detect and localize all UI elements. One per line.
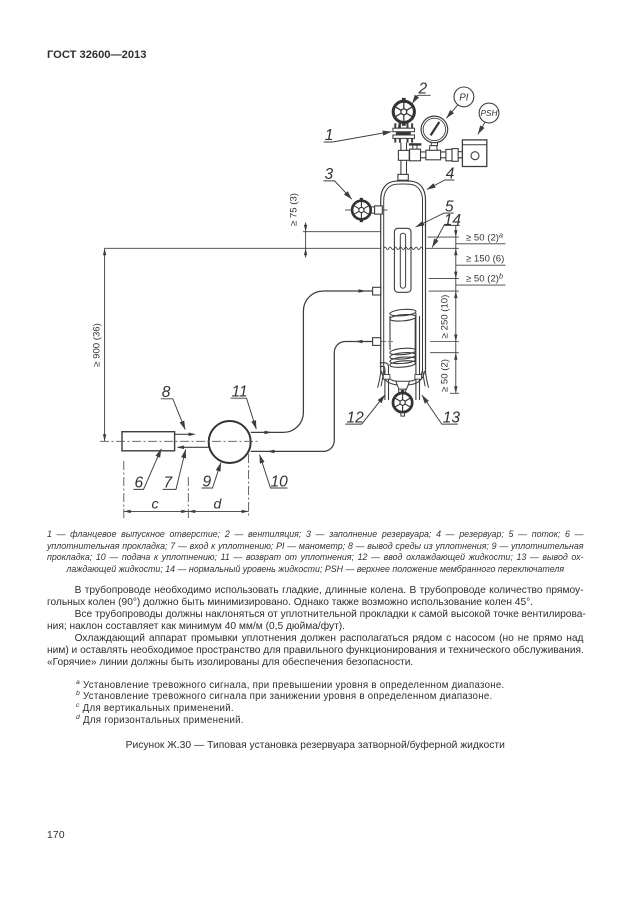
svg-text:≥ 900 (36): ≥ 900 (36) [92,323,103,367]
svg-text:≥ 50 (2)a: ≥ 50 (2)a [466,231,503,244]
svg-text:4: 4 [446,165,455,182]
svg-text:≥ 250 (10): ≥ 250 (10) [440,295,451,339]
svg-text:7: 7 [164,475,174,492]
svg-text:1: 1 [325,127,334,144]
svg-text:≥ 150 (6): ≥ 150 (6) [466,254,504,265]
svg-text:PSH: PSH [480,108,497,118]
svg-text:≥ 75 (3): ≥ 75 (3) [289,193,300,226]
svg-text:12: 12 [347,409,365,426]
svg-text:PI: PI [459,92,469,103]
svg-text:14: 14 [444,212,462,229]
svg-text:11: 11 [232,384,248,401]
svg-text:≥ 50 (2)b: ≥ 50 (2)b [466,272,503,285]
svg-text:13: 13 [443,409,461,426]
svg-text:10: 10 [271,473,289,490]
svg-text:8: 8 [162,384,171,401]
svg-text:c: c [152,496,159,512]
svg-text:6: 6 [135,475,144,492]
svg-text:5: 5 [445,198,454,215]
svg-text:2: 2 [418,81,428,98]
svg-text:≥ 50 (2): ≥ 50 (2) [440,359,451,392]
svg-text:3: 3 [325,166,334,183]
svg-text:d: d [214,496,223,512]
svg-text:9: 9 [203,473,212,490]
